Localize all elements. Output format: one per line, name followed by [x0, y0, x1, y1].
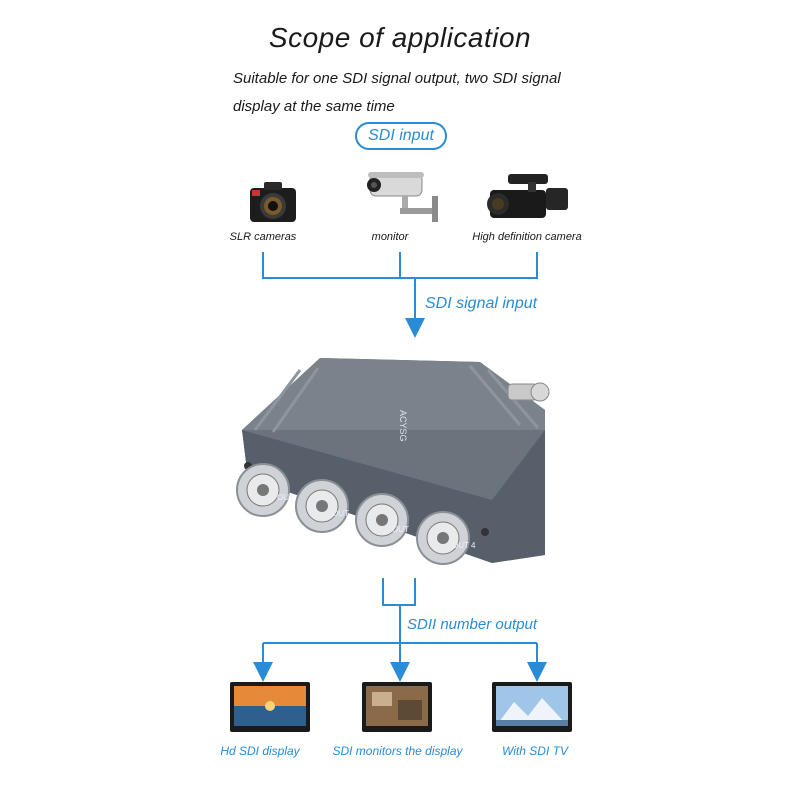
output-caption-monitor: SDI monitors the display	[332, 744, 463, 758]
security-camera-icon	[367, 172, 438, 222]
bnc-port-3	[355, 493, 409, 547]
slr-camera-icon	[250, 182, 296, 222]
bnc-port-1	[236, 463, 290, 517]
monitor-display-icon	[362, 682, 432, 732]
description-line-2: display at the same time	[233, 98, 395, 115]
output-label: SDII number output	[407, 616, 538, 633]
output-caption-hd-display: Hd SDI display	[220, 744, 300, 758]
sdi-input-badge: SDI input	[355, 122, 447, 150]
output-caption-tv: With SDI TV	[502, 744, 568, 758]
page-title: Scope of application	[268, 22, 532, 53]
hd-display-icon	[230, 682, 310, 732]
port-label-4: OUT 4	[452, 541, 476, 550]
port-label-3: OUT	[392, 525, 409, 534]
port-label-1: OUT	[277, 493, 294, 502]
description-line-1: Suitable for one SDI signal output, two …	[233, 70, 561, 87]
bnc-port-4	[416, 511, 470, 565]
port-label-2: OUT	[332, 509, 349, 518]
bnc-port-2	[295, 479, 349, 533]
signal-input-label: SDI signal input	[425, 295, 538, 312]
tv-display-icon	[492, 682, 572, 732]
camcorder-icon	[487, 174, 568, 218]
source-caption-monitor: monitor	[371, 231, 409, 243]
sdi-splitter-device: ACYSG	[242, 358, 550, 563]
source-caption-slr: SLR cameras	[229, 231, 297, 243]
svg-text:ACYSG: ACYSG	[398, 410, 408, 442]
output-bracket	[382, 578, 416, 606]
source-caption-hd-camera: High definition camera	[472, 231, 582, 243]
